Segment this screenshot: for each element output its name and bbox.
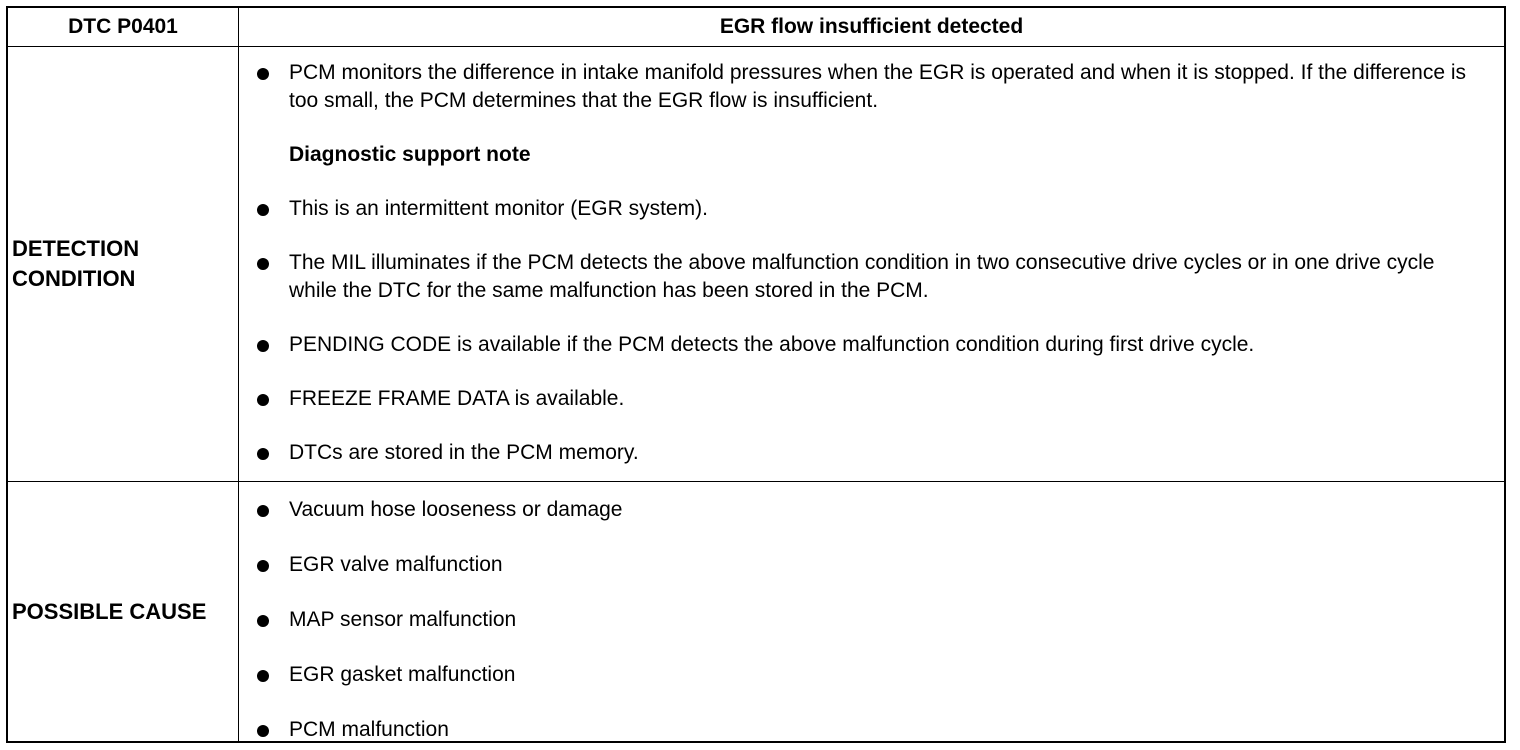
dtc-title: EGR flow insufficient detected [719,15,1024,38]
dtc-code: DTC P0401 [8,8,239,46]
possible-cause-list: Vacuum hose looseness or damage EGR valv… [257,496,1484,744]
detection-condition-row: DETECTION CONDITION PCM monitors the dif… [8,47,1504,482]
support-note-item: The MIL illuminates if the PCM detects t… [257,249,1484,305]
header-row: DTC P0401 EGR flow insufficient detected [8,8,1504,47]
detection-condition-label: DETECTION CONDITION [8,47,239,481]
possible-cause-content: Vacuum hose looseness or damage EGR valv… [239,482,1504,741]
possible-cause-item: PCM malfunction [257,716,1484,744]
detection-condition-content: PCM monitors the difference in intake ma… [239,47,1504,481]
detection-description: PCM monitors the difference in intake ma… [257,59,1484,115]
possible-cause-label: POSSIBLE CAUSE [8,482,239,741]
possible-cause-item: EGR valve malfunction [257,551,1484,579]
support-note-item: This is an intermittent monitor (EGR sys… [257,195,1484,223]
diagnostic-support-note-heading: Diagnostic support note [289,143,531,166]
support-note-item: PENDING CODE is available if the PCM det… [257,331,1484,359]
support-note-item: FREEZE FRAME DATA is available. [257,385,1484,413]
possible-cause-row: POSSIBLE CAUSE Vacuum hose looseness or … [8,482,1504,741]
dtc-table: DTC P0401 EGR flow insufficient detected… [6,6,1506,743]
possible-cause-item: Vacuum hose looseness or damage [257,496,1484,524]
possible-cause-item: MAP sensor malfunction [257,606,1484,634]
possible-cause-item: EGR gasket malfunction [257,661,1484,689]
detection-list: PCM monitors the difference in intake ma… [257,59,1484,467]
support-note-item: DTCs are stored in the PCM memory. [257,439,1484,467]
